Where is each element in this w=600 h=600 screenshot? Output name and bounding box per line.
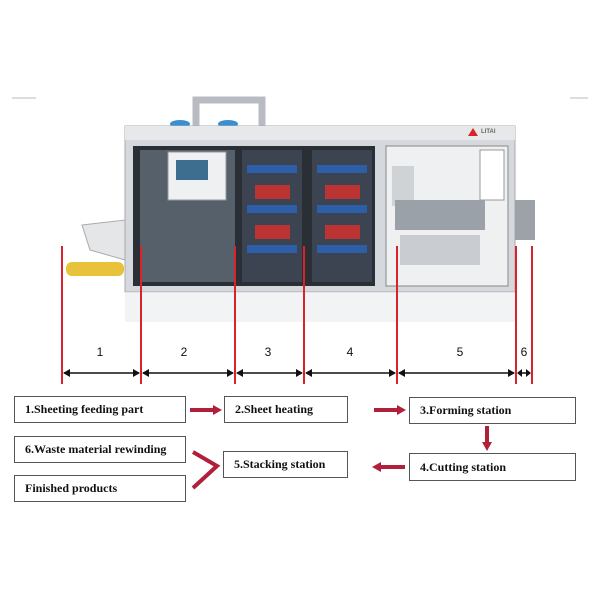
pipe [192,96,266,128]
logo-text: LITAI [481,129,496,135]
section-label-4: 4 [346,345,354,359]
step-sheeting-feeding: 1.Sheeting feeding part [14,396,186,423]
section-label-6: 6 [520,345,528,359]
step-sheet-heating: 2.Sheet heating [224,396,348,423]
flow-arrows [190,408,489,490]
step-forming-station: 3.Forming station [409,397,576,424]
step-waste-rewinding: 6.Waste material rewinding [14,436,186,463]
section-label-1: 1 [96,345,104,359]
step-cutting-station: 4.Cutting station [409,453,576,481]
section-label-5: 5 [456,345,464,359]
step-stacking-station: 5.Stacking station [223,451,348,478]
section-label-2: 2 [180,345,188,359]
section-label-3: 3 [264,345,272,359]
section-dividers [61,246,533,384]
logo-icon [468,128,478,136]
output-finished-products: Finished products [14,475,186,502]
